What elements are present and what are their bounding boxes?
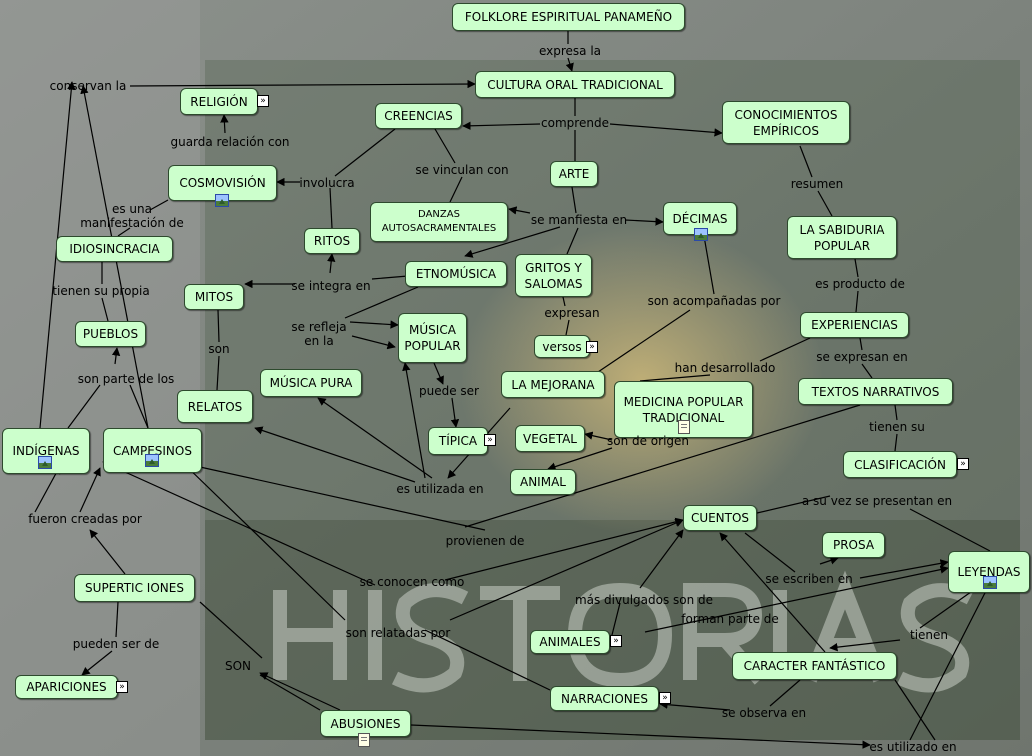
document-icon[interactable] [358,733,370,747]
link-label-guarda-relacion: guarda relación con [170,135,290,149]
link-label-fueron-creadas: fueron creadas por [28,512,142,526]
link-label-tienen-su-propia: tienen su propia [52,284,150,298]
node-prosa[interactable]: PROSA [822,532,885,558]
node-textos[interactable]: TEXTOS NARRATIVOS [798,378,953,405]
node-conocimientos[interactable]: CONOCIMIENTOS EMPÍRICOS [722,101,850,144]
node-sabiduria[interactable]: LA SABIDURIA POPULAR [787,216,897,259]
link-label-son-acompanadas: son acompañadas por [647,294,781,308]
node-creencias[interactable]: CREENCIAS [375,103,462,129]
node-arte[interactable]: ARTE [550,161,598,187]
node-experiencias[interactable]: EXPERIENCIAS [800,312,909,338]
node-clasificacion[interactable]: CLASIFICACIÓN [843,451,957,478]
link-label-han-desarrollado: han desarrollado [674,361,776,375]
node-cuentos[interactable]: CUENTOS [683,505,757,531]
node-musica-pura[interactable]: MÚSICA PURA [260,369,362,397]
node-caracter[interactable]: CARACTER FANTÁSTICO [732,652,897,680]
node-pueblos[interactable]: PUEBLOS [75,321,146,347]
document-icon[interactable] [678,420,690,434]
link-label-forman-parte: forman parte de [681,612,779,626]
link-label-SON: SON [224,659,252,673]
link-label-expresan: expresan [544,306,600,320]
node-cultura-oral[interactable]: CULTURA ORAL TRADICIONAL [475,71,675,98]
link-label-son-relatadas: son relatadas por [345,626,451,640]
link-label-se-manifiesta: se manfiesta en [530,213,628,227]
node-religion[interactable]: RELIGIÓN [180,88,258,115]
link-label-resumen: resumen [790,177,844,191]
link-label-pueden-ser-de: pueden ser de [72,637,160,651]
node-musica-popular[interactable]: MÚSICA POPULAR [398,313,467,363]
link-label-son: son [208,342,230,356]
link-label-involucra: involucra [299,176,355,190]
node-idiosincracia[interactable]: IDIOSINCRACIA [56,236,173,262]
link-label-tienen: tienen [909,628,949,642]
link-label-expresa-la: expresa la [538,44,602,58]
link-label-es-una-manifestacion: es una manifestación de [80,202,184,230]
node-mitos[interactable]: MITOS [184,284,244,310]
node-abusiones[interactable]: ABUSIONES [320,710,411,737]
link-label-conservan-la: conservan la [49,79,127,93]
link-label-se-expresan: se expresan en [816,350,908,364]
link-label-mas-divulgados: más divulgados son de [574,593,714,607]
image-icon[interactable] [215,194,229,207]
link-label-se-vinculan: se vinculan con [415,163,509,177]
node-mejorana[interactable]: LA MEJORANA [501,371,605,398]
node-etnomusica[interactable]: ETNOMÚSICA [405,261,507,287]
node-gritos[interactable]: GRITOS Y SALOMAS [515,254,592,297]
link-label-es-producto: es producto de [815,277,905,291]
link-label-se-escriben: se escriben en [765,572,853,586]
double-chevron-right-icon[interactable]: » [586,341,598,353]
node-narraciones[interactable]: NARRACIONES [550,686,659,711]
double-chevron-right-icon[interactable]: » [957,458,969,470]
node-vegetal[interactable]: VEGETAL [515,425,585,452]
link-label-provienen-de: provienen de [445,534,525,548]
link-label-son-de-origen: son de origen [606,434,690,448]
double-chevron-right-icon[interactable]: » [659,692,671,704]
node-tipica[interactable]: TÍPICA [428,427,488,455]
link-label-comprende: comprende [541,116,609,130]
node-supersticiones[interactable]: SUPERTIC IONES [74,574,195,602]
node-folklore[interactable]: FOLKLORE ESPIRITUAL PANAMEÑO [452,3,685,31]
node-versos[interactable]: versos [534,335,590,358]
link-label-es-utilizada: es utilizada en [396,482,484,496]
link-label-se-refleja: se refleja en la [291,320,347,348]
link-label-son-parte: son parte de los [77,372,175,386]
link-label-tienen-su: tienen su [869,420,925,434]
image-icon[interactable] [694,228,708,241]
link-label-es-utilizado: es utilizado en [869,740,957,754]
link-label-se-conocen: se conocen como [359,575,465,589]
node-apariciones[interactable]: APARICIONES [15,675,118,699]
link-label-se-observa: se observa en [721,706,807,720]
node-animal[interactable]: ANIMAL [510,469,576,495]
node-danzas[interactable]: DANZAS AUTOSACRAMENTALES [370,202,508,242]
image-icon[interactable] [145,454,159,467]
node-animales[interactable]: ANIMALES [530,630,610,654]
image-icon[interactable] [38,456,52,469]
double-chevron-right-icon[interactable]: » [610,635,622,647]
image-icon[interactable] [983,576,997,589]
node-ritos[interactable]: RITOS [304,228,360,254]
link-label-a-su-vez: a su vez se presentan en [801,494,953,508]
double-chevron-right-icon[interactable]: » [484,434,496,446]
link-label-puede-ser: puede ser [419,384,479,398]
double-chevron-right-icon[interactable]: » [257,95,269,107]
double-chevron-right-icon[interactable]: » [116,681,128,693]
node-relatos[interactable]: RELATOS [177,390,253,423]
link-label-se-integra: se integra en [291,279,371,293]
node-indigenas[interactable]: INDÍGENAS [2,428,90,474]
